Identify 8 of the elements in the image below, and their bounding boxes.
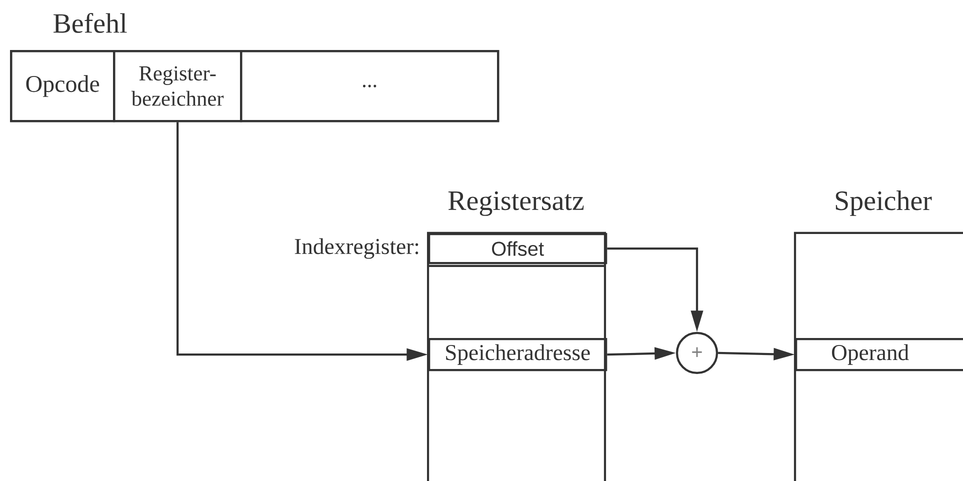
field-cell: ...	[240, 50, 500, 122]
side-label: Indexregister:	[294, 238, 418, 259]
field-cell: Register- bezeichner	[113, 50, 242, 122]
field-cell: Opcode	[10, 50, 116, 122]
memory-cell: Operand	[795, 338, 963, 372]
register-cell: Offset	[428, 233, 608, 264]
register-cell: Speicheradresse	[428, 338, 608, 372]
node-label: Befehl	[54, 12, 127, 33]
